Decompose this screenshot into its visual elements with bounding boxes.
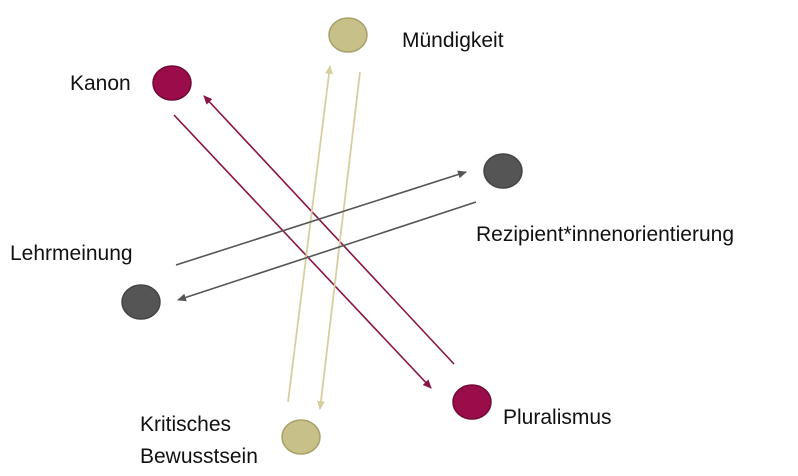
node-rezipient-circle xyxy=(483,153,523,189)
arrow-lehrmeinung-to-rezipient xyxy=(175,170,467,266)
arrow-kritisches-to-muendigkeit xyxy=(287,65,333,403)
label-rezipient: Rezipient*innenorientierung xyxy=(476,223,735,246)
label-kritisches-line1: Kritisches xyxy=(140,413,232,436)
arrow-kanon-to-pluralismus xyxy=(173,114,432,389)
label-kritisches-line2: Bewusstsein xyxy=(140,445,258,468)
label-pluralismus: Pluralismus xyxy=(503,406,612,429)
node-kanon-circle xyxy=(152,65,192,101)
arrow-muendigkeit-to-kritisches xyxy=(316,71,361,410)
arrow-rezipient-to-lehrmeinung xyxy=(177,201,477,302)
node-lehrmeinung-circle xyxy=(121,284,161,320)
node-pluralismus-circle xyxy=(452,384,492,420)
node-muendigkeit-circle xyxy=(328,17,368,53)
label-muendigkeit: Mündigkeit xyxy=(402,29,504,52)
node-kritisches-circle xyxy=(281,419,321,455)
arrow-pluralismus-to-kanon xyxy=(203,95,455,365)
label-kanon: Kanon xyxy=(70,72,131,95)
label-lehrmeinung: Lehrmeinung xyxy=(10,242,133,265)
